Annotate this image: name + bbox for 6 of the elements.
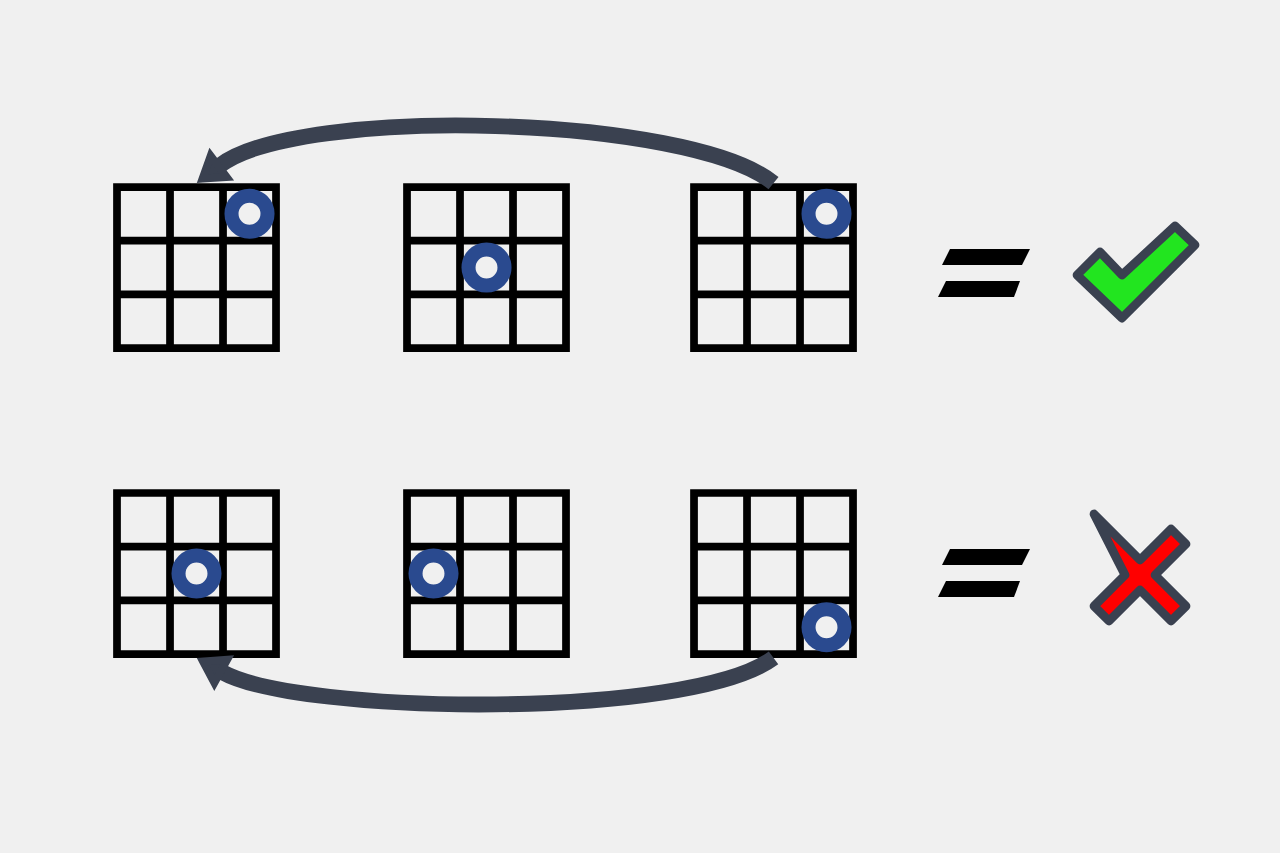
grid-drawing: [690, 183, 857, 352]
grid-drawing: [690, 489, 857, 658]
grid-drawing: [113, 183, 280, 352]
grid-drawing: [403, 183, 570, 352]
grid-drawing: [403, 489, 570, 658]
grid-drawing: [113, 489, 280, 658]
